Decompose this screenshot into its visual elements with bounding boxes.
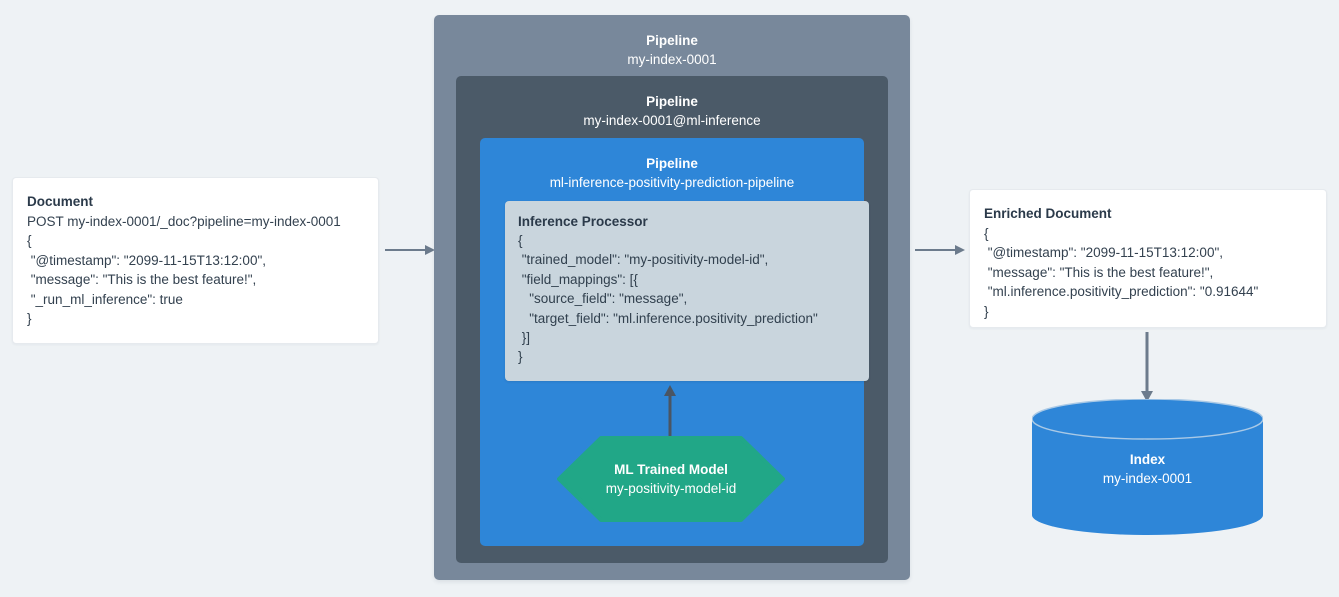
document-line: "_run_ml_inference": true [27, 291, 183, 307]
pipeline-inner-header: Pipeline ml-inference-positivity-predict… [480, 155, 864, 192]
ml-trained-model-label: ML Trained Model my-positivity-model-id [557, 436, 785, 522]
inference-processor-line: { [518, 233, 523, 248]
document-line: { [27, 233, 32, 249]
arrow-model-to-processor-icon [660, 385, 680, 445]
pipeline-outer-name: my-index-0001 [627, 52, 717, 67]
enriched-document-line: { [984, 226, 989, 241]
document-card: Document POST my-index-0001/_doc?pipelin… [12, 177, 379, 344]
index-cylinder-node: Index my-index-0001 [1032, 399, 1263, 535]
pipeline-middle-title: Pipeline [646, 94, 698, 109]
inference-processor-line: "field_mappings": [{ [518, 271, 638, 287]
document-title: Document [27, 194, 94, 209]
inference-processor-line: "target_field": "ml.inference.positivity… [518, 310, 818, 326]
index-label: Index my-index-0001 [1032, 451, 1263, 488]
document-line: POST my-index-0001/_doc?pipeline=my-inde… [27, 214, 341, 229]
arrow-pipeline-to-enriched-icon [915, 243, 965, 262]
pipeline-middle-name: my-index-0001@ml-inference [583, 113, 761, 128]
inference-processor-line: "source_field": "message", [518, 291, 688, 307]
ml-trained-model-title: ML Trained Model [614, 461, 728, 477]
document-line: "message": "This is the best feature!", [27, 272, 257, 288]
enriched-document-title: Enriched Document [984, 206, 1112, 221]
document-line: "@timestamp": "2099-11-15T13:12:00", [27, 252, 266, 268]
enriched-document-line: "@timestamp": "2099-11-15T13:12:00", [984, 245, 1223, 261]
enriched-document-line: "ml.inference.positivity_prediction": "0… [984, 284, 1259, 300]
inference-processor-title: Inference Processor [518, 214, 648, 229]
pipeline-inner-title: Pipeline [646, 156, 698, 171]
pipeline-outer-title: Pipeline [646, 33, 698, 48]
inference-processor-line: "trained_model": "my-positivity-model-id… [518, 252, 769, 268]
enriched-document-card: Enriched Document { "@timestamp": "2099-… [969, 189, 1327, 328]
pipeline-middle-header: Pipeline my-index-0001@ml-inference [456, 93, 888, 130]
pipeline-outer-header: Pipeline my-index-0001 [434, 32, 910, 69]
document-line: } [27, 311, 32, 327]
inference-processor-line: }] [518, 330, 531, 346]
index-title: Index [1129, 452, 1166, 467]
ml-trained-model-name: my-positivity-model-id [605, 480, 737, 496]
arrow-enriched-to-index-icon [1137, 332, 1157, 407]
inference-processor-line: } [518, 349, 523, 365]
enriched-document-line: } [984, 303, 989, 319]
enriched-document-line: "message": "This is the best feature!", [984, 264, 1214, 280]
ml-trained-model-node: ML Trained Model my-positivity-model-id [557, 436, 785, 522]
inference-processor-card: Inference Processor { "trained_model": "… [505, 201, 869, 381]
index-name: my-index-0001 [1102, 471, 1193, 486]
pipeline-inner-name: ml-inference-positivity-prediction-pipel… [549, 175, 795, 190]
arrow-document-to-pipeline-icon [385, 243, 435, 262]
